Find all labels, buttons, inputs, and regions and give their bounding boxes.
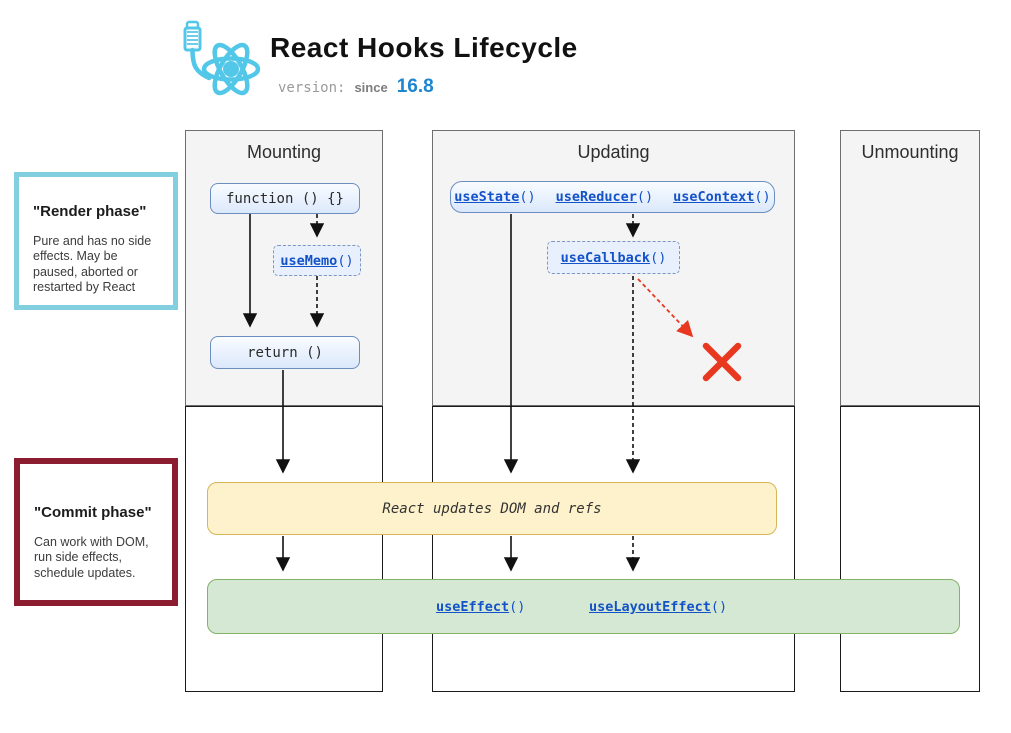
- version-number: 16.8: [396, 76, 434, 97]
- return-node: return (): [210, 336, 360, 369]
- use-effect-link[interactable]: useEffect(): [436, 599, 526, 615]
- dom-update-label: React updates DOM and refs: [382, 500, 602, 517]
- use-reducer-link[interactable]: useReducer(): [555, 189, 654, 205]
- render-phase-note-body: Pure and has no side effects. May be pau…: [33, 234, 152, 294]
- column-title-unmounting: Unmounting: [861, 142, 959, 162]
- unmounting-commit-region: [840, 406, 980, 692]
- function-node: function () {}: [210, 183, 360, 214]
- commit-phase-note-title: "Commit phase": [34, 504, 152, 521]
- version-line: version: since 16.8: [278, 76, 434, 98]
- effects-band: [207, 579, 960, 634]
- commit-phase-note-body: Can work with DOM, run side effects, sch…: [34, 535, 149, 580]
- use-callback-node: useCallback(): [547, 241, 680, 274]
- page-title: React Hooks Lifecycle: [270, 32, 578, 63]
- render-phase-note-title: "Render phase": [33, 203, 147, 220]
- use-layout-effect-link[interactable]: useLayoutEffect(): [589, 599, 728, 615]
- unmounting-render-region: Unmounting: [840, 130, 980, 406]
- version-label: version:: [278, 80, 346, 96]
- column-title-mounting: Mounting: [246, 142, 322, 162]
- react-hook-logo-icon: [183, 20, 261, 96]
- updating-commit-region: [432, 406, 795, 692]
- state-hooks-node: useState() useReducer() useContext(): [450, 181, 775, 213]
- use-state-link[interactable]: useState(): [454, 189, 536, 205]
- mounting-commit-region: [185, 406, 383, 692]
- use-context-link[interactable]: useContext(): [673, 189, 771, 205]
- render-phase-note: "Render phase" Pure and has no side effe…: [14, 172, 178, 310]
- use-memo-link[interactable]: useMemo(): [280, 252, 354, 269]
- use-callback-link[interactable]: useCallback(): [560, 249, 667, 266]
- column-title-updating: Updating: [577, 142, 650, 162]
- since-label: since: [354, 80, 388, 95]
- dom-update-band: React updates DOM and refs: [207, 482, 777, 535]
- use-memo-node: useMemo(): [273, 245, 361, 276]
- commit-phase-note: "Commit phase" Can work with DOM, run si…: [14, 458, 178, 606]
